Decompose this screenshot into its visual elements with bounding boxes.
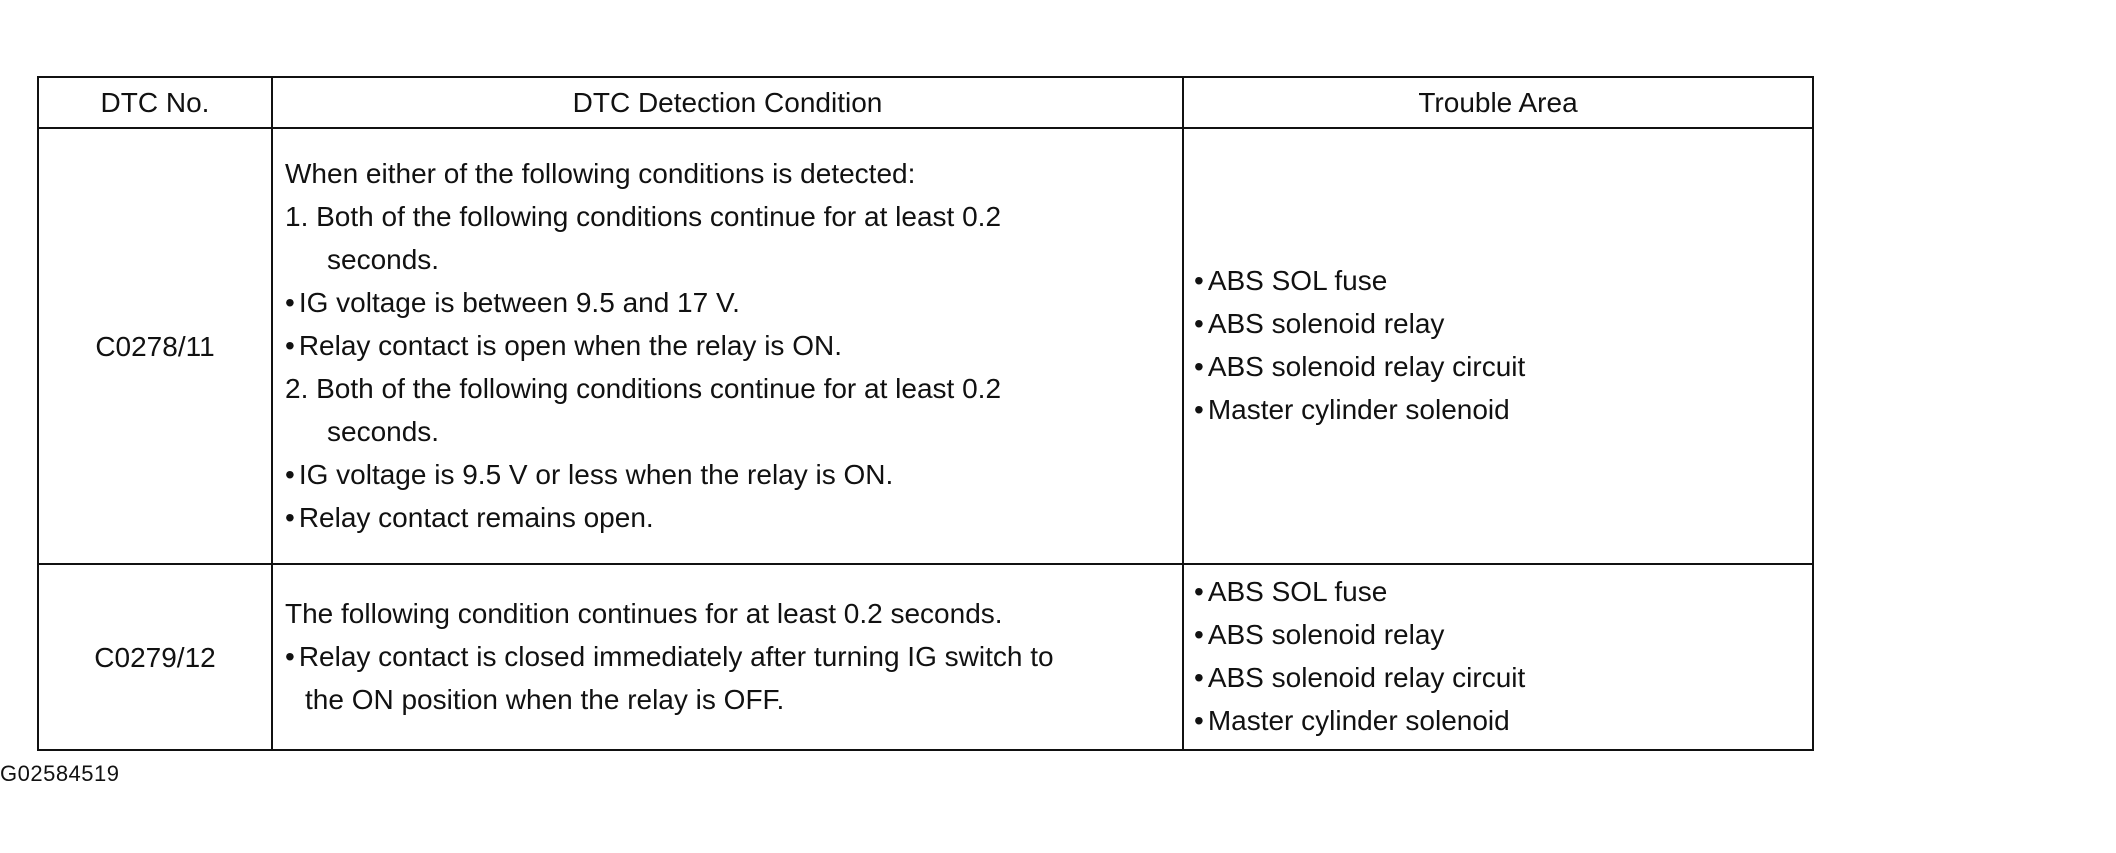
trouble-area-item: ABS solenoid relay circuit [1194, 656, 1802, 699]
condition-line: seconds. [327, 415, 440, 447]
dtc-code-cell: C0278/11 [37, 127, 273, 565]
trouble-area-cell: ABS SOL fuse ABS solenoid relay ABS sole… [1182, 563, 1814, 751]
condition-bullet: Relay contact remains open. [285, 496, 1170, 539]
trouble-area-cell: ABS SOL fuse ABS solenoid relay ABS sole… [1182, 127, 1814, 565]
table-row: C0278/11 When either of the following co… [37, 127, 1814, 565]
header-dtc-no: DTC No. [37, 76, 273, 129]
trouble-area-item: ABS solenoid relay [1194, 302, 1802, 345]
trouble-area-item: ABS solenoid relay [1194, 613, 1802, 656]
condition-bullet: IG voltage is between 9.5 and 17 V. [285, 281, 1170, 324]
condition-line: 1. Both of the following conditions cont… [285, 200, 1002, 232]
header-detection-condition: DTC Detection Condition [271, 76, 1184, 129]
trouble-area-item: ABS SOL fuse [1194, 570, 1802, 613]
condition-line: seconds. [327, 243, 440, 275]
condition-bullet: IG voltage is 9.5 V or less when the rel… [285, 453, 1170, 496]
condition-line: the ON position when the relay is OFF. [305, 683, 785, 715]
detection-condition-cell: The following condition continues for at… [271, 563, 1184, 751]
condition-line: When either of the following conditions … [285, 157, 916, 189]
condition-line: The following condition continues for at… [285, 597, 1003, 629]
table-header-row: DTC No. DTC Detection Condition Trouble … [37, 76, 1814, 129]
condition-bullet: Relay contact is open when the relay is … [285, 324, 1170, 367]
trouble-area-item: ABS SOL fuse [1194, 259, 1802, 302]
trouble-area-item: ABS solenoid relay circuit [1194, 345, 1802, 388]
trouble-area-item: Master cylinder solenoid [1194, 699, 1802, 742]
trouble-area-item: Master cylinder solenoid [1194, 388, 1802, 431]
condition-line: 2. Both of the following conditions cont… [285, 372, 1002, 404]
header-trouble-area: Trouble Area [1182, 76, 1814, 129]
figure-id-caption: G02584519 [0, 761, 120, 786]
detection-condition-cell: When either of the following conditions … [271, 127, 1184, 565]
table-row: C0279/12 The following condition continu… [37, 563, 1814, 751]
dtc-table: DTC No. DTC Detection Condition Trouble … [37, 76, 1814, 751]
condition-bullet: Relay contact is closed immediately afte… [285, 635, 1170, 678]
dtc-code-cell: C0279/12 [37, 563, 273, 751]
